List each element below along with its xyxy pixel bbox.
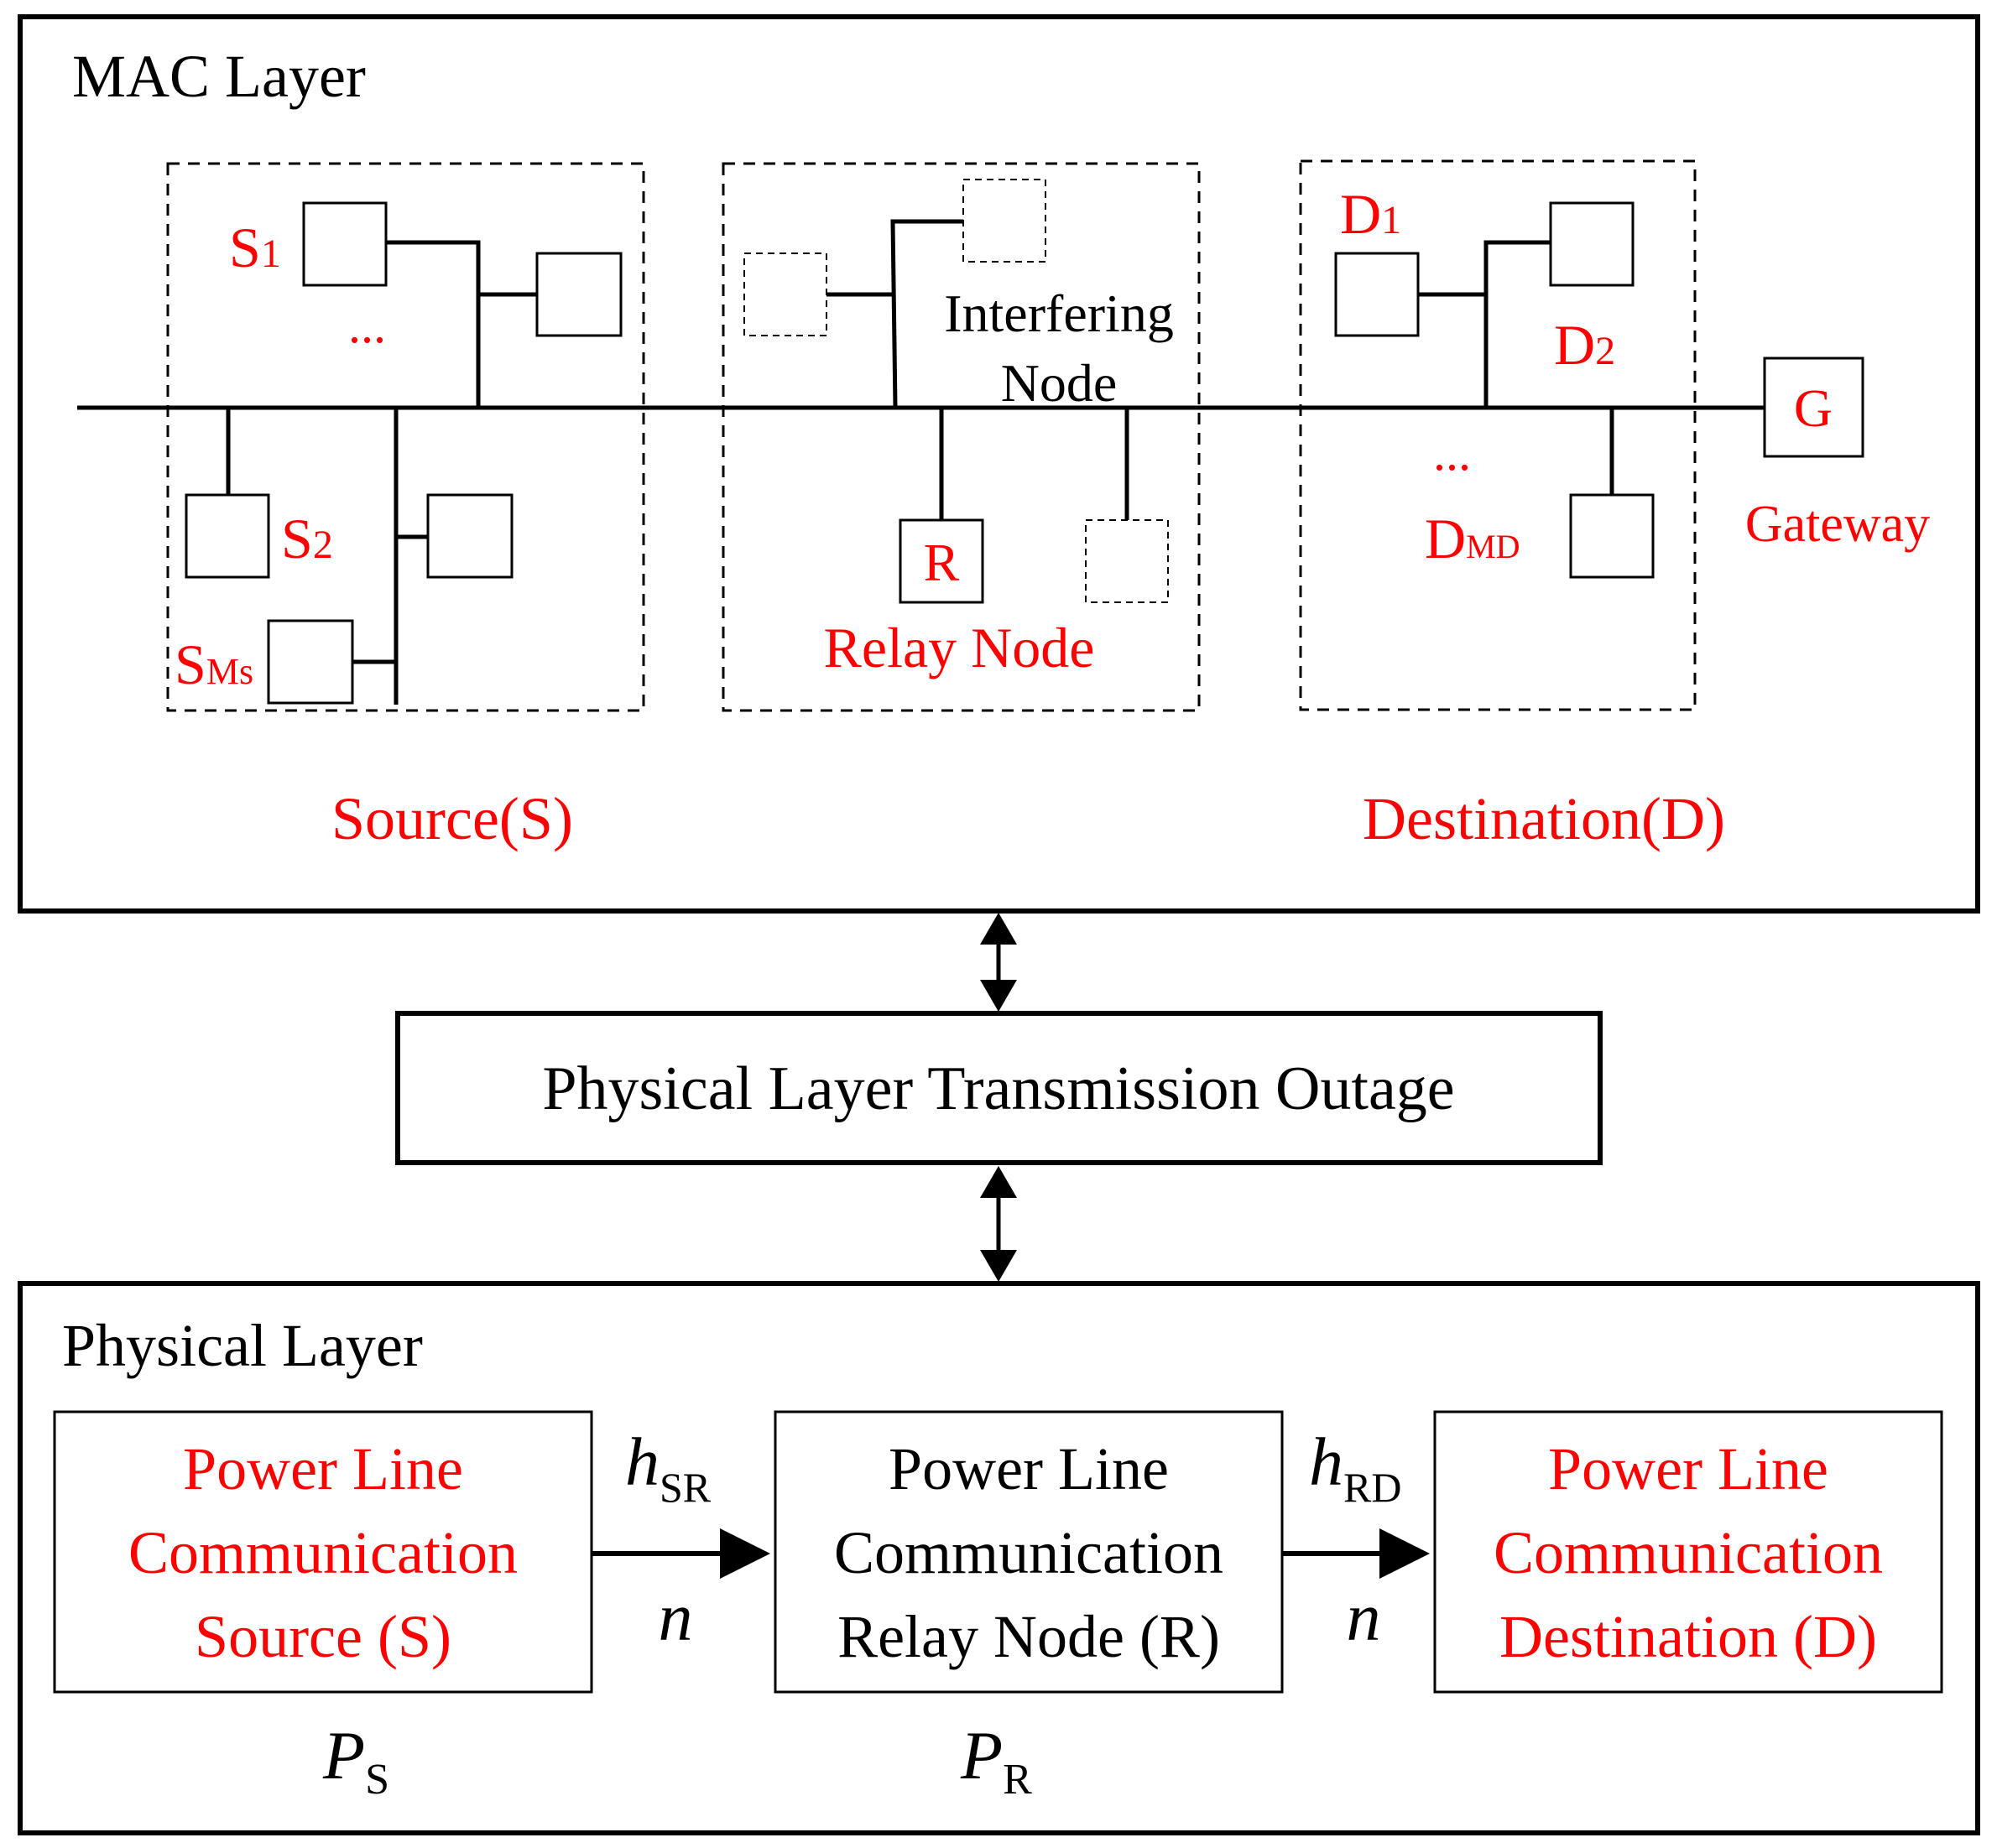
- interlayer-arrow-top: [980, 913, 1017, 1012]
- link-rd-channel: hRD: [1309, 1424, 1401, 1511]
- relay-group: Interfering Node R Relay Node: [743, 179, 1174, 679]
- node-source-extra-box: [535, 252, 623, 337]
- destination-group-label: Destination(D): [1363, 785, 1725, 852]
- interlayer-arrow-bottom-head-down: [980, 1250, 1017, 1282]
- interfering-label-line2: Node: [1001, 353, 1118, 413]
- outage-box-label: Physical Layer Transmission Outage: [542, 1054, 1454, 1123]
- label-dmd: DMD: [1425, 507, 1520, 570]
- interfering-node-box-2: [743, 252, 827, 336]
- phy-source-power: PS: [322, 1717, 389, 1804]
- node-d2-box: [1549, 201, 1635, 287]
- phy-destination-line3: Destination (D): [1499, 1603, 1877, 1670]
- phy-relay-power: PR: [960, 1717, 1032, 1804]
- source-group: S1 ... S2 SMs Source(S): [175, 201, 623, 852]
- physical-layer-title: Physical Layer: [62, 1312, 423, 1379]
- node-dmd-box: [1569, 493, 1655, 579]
- phy-destination-line2: Communication: [1494, 1519, 1883, 1586]
- interfering-branch: [890, 219, 963, 409]
- source-branch-1: [386, 240, 481, 408]
- phy-relay-line2: Communication: [834, 1519, 1223, 1586]
- label-sms: SMs: [175, 632, 253, 696]
- link-sr-noise: n: [659, 1579, 693, 1655]
- gateway-label: Gateway: [1745, 496, 1930, 553]
- phy-destination-box: [1433, 1410, 1943, 1694]
- source-group-label: Source(S): [331, 785, 573, 852]
- link-sr-channel: hSR: [625, 1424, 712, 1511]
- source-ellipsis: ...: [348, 298, 386, 353]
- label-s2: S2: [281, 507, 333, 570]
- interlayer-arrow-top-head-down: [980, 980, 1017, 1012]
- destination-group: D1 D2 ... DMD Destination(D): [1334, 182, 1725, 852]
- node-s1-box: [302, 201, 388, 287]
- phy-source-line2: Communication: [128, 1519, 518, 1586]
- outage-box: Physical Layer Transmission Outage: [395, 1011, 1603, 1165]
- physical-layer-frame: [18, 1281, 1980, 1835]
- gateway: G Gateway: [1745, 357, 1930, 553]
- node-d1-box: [1334, 252, 1420, 337]
- destination-ellipsis: ...: [1433, 425, 1471, 481]
- interlayer-arrow-bottom-head-up: [980, 1166, 1017, 1198]
- relay-node-label: Relay Node: [824, 616, 1095, 679]
- source-group-frame: [166, 162, 645, 712]
- node-source-extra-box-2: [426, 493, 514, 579]
- phy-relay-line1: Power Line: [889, 1435, 1169, 1502]
- outage-box-frame: [395, 1011, 1603, 1165]
- node-sms-box: [267, 619, 354, 705]
- interfering-label-line1: Interfering: [944, 284, 1174, 343]
- mac-layer-panel: MAC Layer S1 ... S2 SMs Source(S): [18, 14, 1980, 914]
- interlayer-arrow-bottom: [980, 1166, 1017, 1282]
- link-rd-noise: n: [1347, 1579, 1381, 1655]
- interfering-node-box-1: [962, 179, 1046, 263]
- destination-branch: [1483, 240, 1551, 408]
- gateway-letter: G: [1794, 378, 1833, 438]
- destination-group-frame: [1299, 159, 1697, 711]
- gateway-box: [1763, 357, 1864, 458]
- interlayer-arrow-top-head-up: [980, 913, 1017, 945]
- label-s1: S1: [229, 216, 281, 279]
- relay-group-frame: [722, 162, 1201, 712]
- interfering-node-box-3: [1085, 519, 1169, 603]
- phy-source-line3: Source (S): [195, 1603, 451, 1670]
- physical-layer-panel: Physical Layer Power Line Communication …: [18, 1281, 1980, 1835]
- relay-node-box: [899, 518, 984, 604]
- relay-node-letter: R: [924, 533, 960, 592]
- mac-layer-title: MAC Layer: [72, 43, 366, 110]
- mac-layer-frame: [18, 14, 1980, 914]
- label-d1: D1: [1340, 182, 1401, 246]
- phy-relay-line3: Relay Node (R): [837, 1603, 1220, 1670]
- node-s2-box: [185, 493, 270, 579]
- phy-destination-line1: Power Line: [1548, 1435, 1828, 1502]
- label-d2: D2: [1554, 313, 1615, 377]
- phy-source-line1: Power Line: [183, 1435, 463, 1502]
